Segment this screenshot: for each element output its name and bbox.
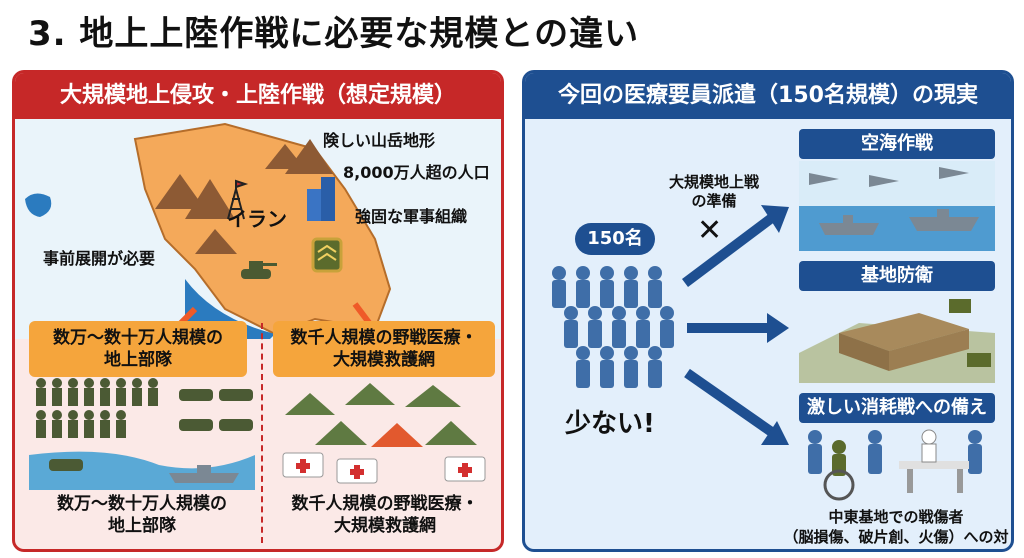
iran-map-illustration bbox=[15, 119, 501, 339]
ground-force-box-line2: 地上部隊 bbox=[104, 350, 172, 370]
ground-force-box: 数万〜数十万人規模の 地上部隊 bbox=[29, 321, 247, 377]
arrow-down-icon bbox=[684, 368, 776, 438]
negated-note-line1: 大規模地上戦 bbox=[668, 173, 759, 191]
base-defense-illustration bbox=[799, 299, 995, 383]
field-medical-box: 数千人規模の野戦医療・ 大規模救護網 bbox=[273, 321, 495, 377]
item-attrition: 激しい消耗戦への備え bbox=[799, 393, 995, 423]
casualty-caption-line2: （脳損傷、破片創、火傷）への対応 bbox=[783, 528, 1009, 549]
page-title: 3. 地上上陸作戦に必要な規模との違い bbox=[28, 14, 640, 54]
ground-force-caption-line2: 地上部隊 bbox=[108, 516, 176, 536]
field-hospital-illustration bbox=[282, 383, 486, 484]
casualty-caption-line1: 中東基地での戦傷者 bbox=[828, 508, 964, 526]
right-panel-header: 今回の医療要員派遣（150名規模）の現実 bbox=[525, 73, 1011, 119]
left-panel: 大規模地上侵攻・上陸作戦（想定規模） bbox=[12, 70, 504, 552]
annotation-population: 8,000万人超の人口 bbox=[343, 163, 490, 182]
item-base-defense: 基地防衛 bbox=[799, 261, 995, 291]
few-label: 少ない! bbox=[565, 409, 655, 439]
medical-staff-group-illustration bbox=[552, 266, 674, 388]
ground-force-caption-line1: 数万〜数十万人規模の bbox=[57, 494, 227, 514]
building-icon bbox=[307, 177, 335, 221]
tank-icon bbox=[241, 261, 277, 279]
flow-arrows bbox=[682, 205, 789, 445]
mountains-icon bbox=[155, 139, 333, 254]
annotation-mountains: 険しい山岳地形 bbox=[323, 131, 436, 150]
field-medical-caption-line1: 数千人規模の野戦医療・ bbox=[291, 494, 479, 514]
field-medical-box-line2: 大規模救護網 bbox=[333, 350, 435, 370]
troops-illustration bbox=[29, 378, 255, 490]
field-medical-box-line1: 数千人規模の野戦医療・ bbox=[290, 328, 478, 348]
air-sea-illustration bbox=[799, 161, 995, 251]
left-panel-header: 大規模地上侵攻・上陸作戦（想定規模） bbox=[15, 73, 501, 119]
negated-note-line2: の準備 bbox=[691, 192, 737, 210]
predeploy-label: 事前展開が必要 bbox=[43, 249, 156, 268]
count-badge: 150名 bbox=[575, 223, 655, 255]
casualty-caption: 中東基地での戦傷者 （脳損傷、破片創、火傷）への対応 bbox=[783, 507, 1009, 549]
annotation-military: 強固な軍事組織 bbox=[355, 207, 468, 226]
oil-derrick-icon bbox=[227, 179, 249, 220]
casualty-care-illustration bbox=[808, 429, 982, 501]
field-medical-caption: 数千人規模の野戦医療・ 大規模救護網 bbox=[271, 493, 499, 537]
negated-note: 大規模地上戦 の準備 bbox=[659, 173, 769, 211]
cross-mark-icon: ✕ bbox=[697, 213, 723, 248]
right-panel: 今回の医療要員派遣（150名規模）の現実 150名 少ない! 大規模地上戦 の準… bbox=[522, 70, 1014, 552]
arrow-up-icon bbox=[682, 213, 776, 287]
map-label: イラン bbox=[227, 207, 287, 231]
panel-divider bbox=[261, 323, 263, 543]
ground-force-box-line1: 数万〜数十万人規模の bbox=[53, 328, 223, 348]
item-air-sea: 空海作戦 bbox=[799, 129, 995, 159]
ground-force-caption: 数万〜数十万人規模の 地上部隊 bbox=[29, 493, 255, 537]
military-insignia-icon bbox=[311, 237, 343, 273]
field-medical-caption-line2: 大規模救護網 bbox=[334, 516, 436, 536]
